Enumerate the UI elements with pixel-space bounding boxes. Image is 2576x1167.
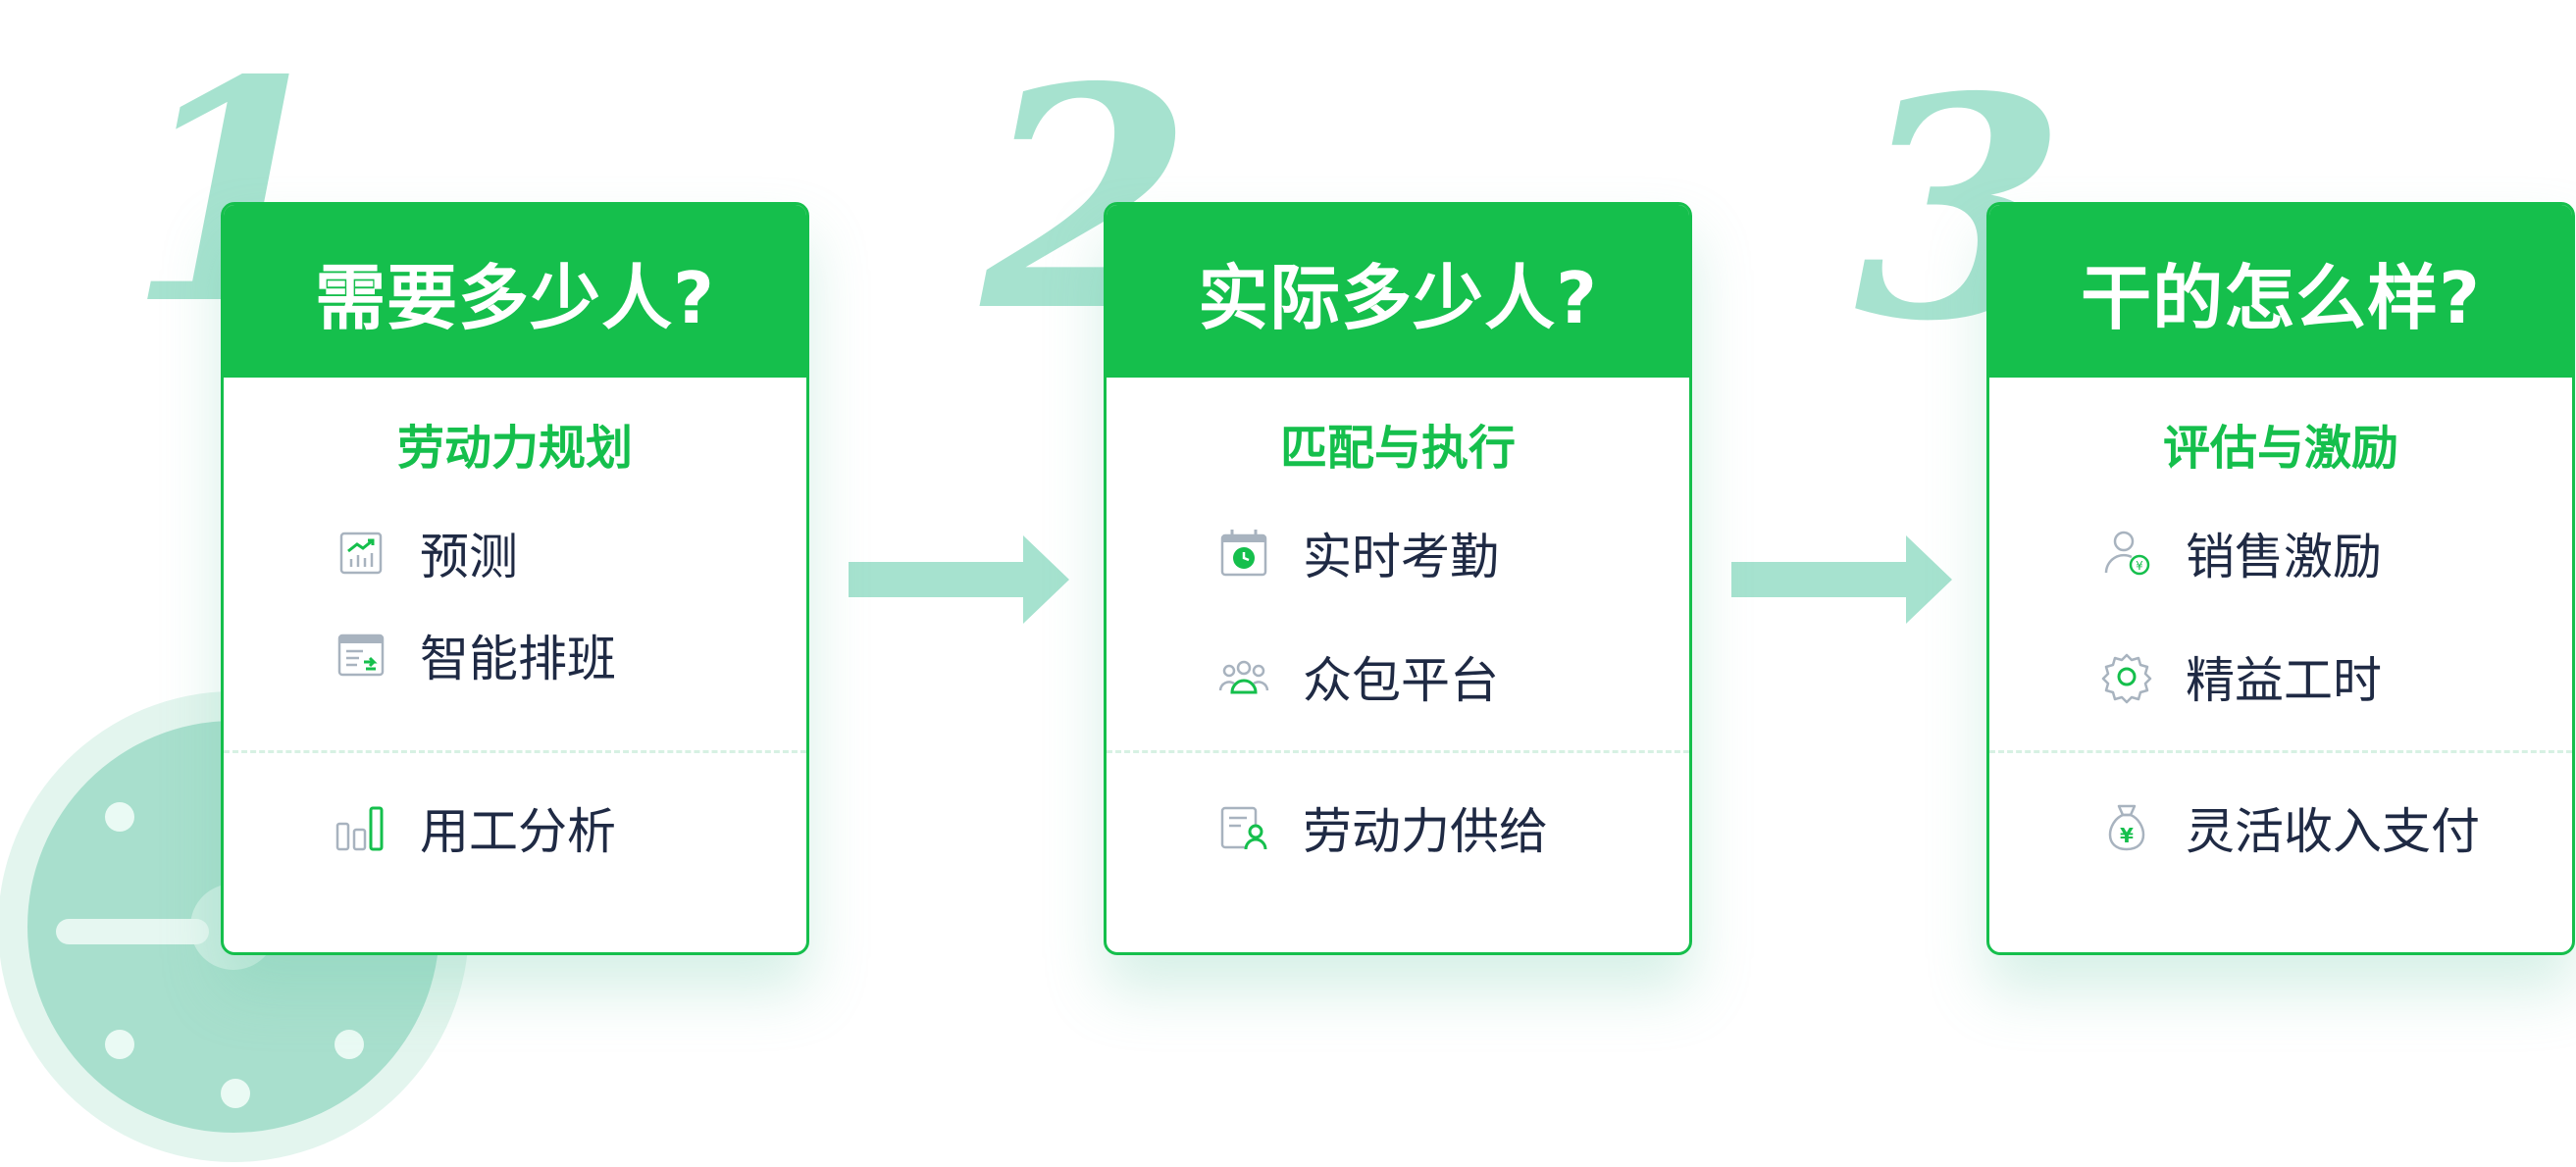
card-item: 用工分析 [224,793,806,862]
money-bag-icon: ¥ [2108,804,2145,851]
item-label: 用工分析 [420,803,616,860]
item-label: 精益工时 [2186,652,2382,709]
card-item: 预测 [224,519,806,587]
arrow-right-icon [1731,535,1952,624]
schedule-doc-icon [337,634,385,677]
dashed-divider [224,750,806,753]
person-yen-icon: ¥ [2104,531,2150,576]
card-item: 精益工时 [1989,642,2572,711]
card-question: 实际多少人? [1107,205,1689,378]
item-label: 实时考勤 [1303,529,1499,585]
item-label: 灵活收入支付 [2186,803,2480,860]
step-card-3: 干的怎么样? 评估与激励 ¥ 销售激励 精益工时 ¥ [1986,202,2575,955]
step-card-1: 需要多少人? 劳动力规划 预测 智能排班 [221,202,809,955]
card-subtitle: 劳动力规划 [396,421,633,476]
item-label: 劳动力供给 [1303,803,1548,860]
card-item: 实时考勤 [1107,519,1689,587]
item-label: 众包平台 [1303,652,1499,709]
person-document-icon [1220,806,1267,850]
card-item: 劳动力供给 [1107,793,1689,862]
item-label: 智能排班 [420,631,616,687]
item-label: 销售激励 [2186,529,2382,585]
arrow-right-icon [849,535,1069,624]
card-item: 众包平台 [1107,642,1689,711]
card-question: 需要多少人? [224,205,806,378]
card-question: 干的怎么样? [1989,205,2572,378]
card-subtitle: 评估与激励 [2162,421,2398,476]
item-label: 预测 [420,529,518,585]
trend-chart-icon [339,532,383,575]
card-item: 智能排班 [224,621,806,689]
calendar-clock-icon [1220,530,1267,577]
card-item: ¥ 灵活收入支付 [1989,793,2572,862]
svg-text:¥: ¥ [2136,559,2143,573]
card-subtitle: 匹配与执行 [1279,421,1516,476]
bar-chart-icon [335,806,384,851]
card-item: ¥ 销售激励 [1989,519,2572,587]
dashed-divider [1107,750,1689,753]
group-people-icon [1218,660,1269,694]
dashed-divider [1989,750,2572,753]
step-card-2: 实际多少人? 匹配与执行 实时考勤 众包平台 [1104,202,1692,955]
gear-icon [2101,653,2152,704]
svg-text:¥: ¥ [2120,824,2134,847]
